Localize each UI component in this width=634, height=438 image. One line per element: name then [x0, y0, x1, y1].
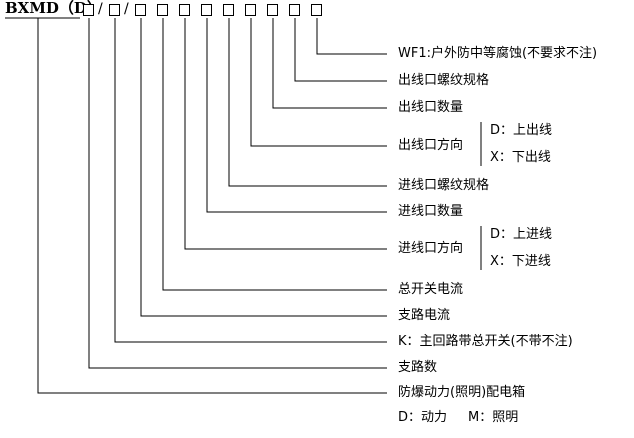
leader-branch-count	[88, 18, 387, 369]
label-inlet-direction: 进线口方向	[398, 241, 464, 256]
label-main-switch-current: 总开关电流	[398, 282, 464, 297]
leader-main-circuit-switch	[114, 18, 387, 343]
slot-box-10	[289, 4, 300, 16]
label-outlet-thread-spec: 出线口螺纹规格	[398, 73, 490, 88]
leader-inlet-thread	[228, 18, 387, 187]
slot-box-7	[223, 4, 234, 16]
slot-box-4	[157, 4, 168, 16]
leader-outlet-count	[272, 18, 387, 109]
label-wf1-corrosion: WF1:户外防中等腐蚀(不要求不注)	[398, 46, 598, 61]
slot-box-1	[83, 4, 94, 16]
slot-box-5	[179, 4, 190, 16]
leader-wf1	[316, 18, 387, 55]
label-branch-current: 支路电流	[398, 308, 451, 323]
option-outlet-bottom: X：下出线	[490, 150, 551, 165]
slot-box-8	[245, 4, 256, 16]
option-outlet-top: D：上出线	[490, 123, 553, 138]
option-inlet-top: D：上进线	[490, 227, 553, 242]
slot-separator-1: /	[98, 1, 103, 17]
leader-branch-current	[140, 18, 387, 317]
label-branch-count: 支路数	[398, 360, 438, 375]
leader-main-switch-current	[162, 18, 387, 291]
option-inlet-bottom: X：下进线	[490, 254, 551, 269]
slot-separator-2: /	[124, 1, 129, 17]
legend-power: D：动力	[398, 410, 448, 425]
label-outlet-direction: 出线口方向	[398, 138, 464, 153]
leader-outlet-thread	[294, 18, 387, 82]
slot-box-6	[201, 4, 212, 16]
leader-inlet-count	[206, 18, 387, 213]
label-explosion-proof-box: 防爆动力(照明)配电箱	[398, 385, 526, 400]
slot-box-3	[135, 4, 146, 16]
label-outlet-count: 出线口数量	[398, 100, 464, 115]
legend-lighting: M：照明	[468, 410, 519, 425]
leader-outlet-direction	[250, 18, 387, 147]
model-prefix: BXMD（D）	[5, 0, 102, 17]
leader-distribution-box	[37, 18, 387, 394]
label-main-circuit-switch: K：主回路带总开关(不带不注)	[398, 334, 573, 349]
label-inlet-thread-spec: 进线口螺纹规格	[398, 178, 490, 193]
slot-box-11	[311, 4, 322, 16]
slot-box-2	[109, 4, 120, 16]
slot-box-9	[267, 4, 278, 16]
label-inlet-count: 进线口数量	[398, 204, 464, 219]
leader-inlet-direction	[184, 18, 387, 250]
